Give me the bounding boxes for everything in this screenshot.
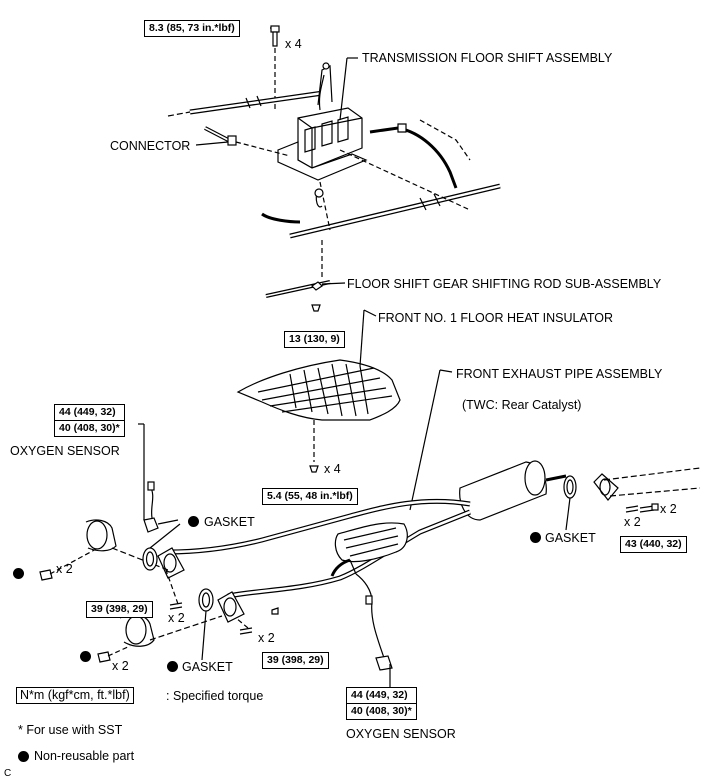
torque-oxygen-sensor-upper: 44 (449, 32) 40 (408, 30)*	[54, 404, 125, 437]
label-gasket-2: GASKET	[545, 531, 596, 545]
legend-unit-desc: : Specified torque	[166, 689, 264, 703]
multiplier-rear-2: x 2	[624, 515, 641, 529]
non-reusable-dot-gasket-2	[530, 532, 541, 543]
multiplier-rear-1: x 2	[660, 502, 677, 516]
torque-o2-upper-b: 40 (408, 30)*	[55, 420, 124, 436]
label-shift-rod: FLOOR SHIFT GEAR SHIFTING ROD SUB-ASSEMB…	[347, 277, 662, 291]
label-gasket-1: GASKET	[204, 515, 255, 529]
torque-shift-bolt: 8.3 (85, 73 in.*lbf)	[144, 20, 240, 37]
multiplier-shift-bolt: x 4	[285, 37, 302, 51]
multiplier-left-nut-2: x 2	[112, 659, 129, 673]
torque-o2-lower-a: 44 (449, 32)	[351, 689, 408, 701]
torque-o2-upper-a: 44 (449, 32)	[59, 406, 116, 418]
label-heat-insulator: FRONT NO. 1 FLOOR HEAT INSULATOR	[378, 311, 613, 325]
label-front-exhaust-pipe: FRONT EXHAUST PIPE ASSEMBLY	[456, 367, 663, 381]
non-reusable-dot-left-nut-2	[80, 651, 91, 662]
torque-insulator: 5.4 (55, 48 in.*lbf)	[262, 488, 358, 505]
multiplier-front-bolt-2: x 2	[258, 631, 275, 645]
multiplier-left-nut-1: x 2	[56, 562, 73, 576]
label-gasket-3: GASKET	[182, 660, 233, 674]
torque-o2-lower-b: 40 (408, 30)*	[347, 703, 416, 719]
label-connector: CONNECTOR	[110, 139, 191, 153]
non-reusable-dot-left-nut-1	[13, 568, 24, 579]
legend-unit-box: N*m (kgf*cm, ft.*lbf)	[16, 687, 134, 704]
torque-front-bolt-2: 39 (398, 29)	[262, 652, 329, 669]
legend-non-reusable: Non-reusable part	[34, 749, 135, 763]
legend-non-reusable-dot	[18, 751, 29, 762]
figure-code: C	[4, 768, 12, 779]
legend-sst-note: * For use with SST	[18, 723, 123, 737]
label-oxygen-sensor-lower: OXYGEN SENSOR	[346, 727, 456, 741]
torque-oxygen-sensor-lower: 44 (449, 32) 40 (408, 30)*	[346, 687, 417, 720]
non-reusable-dot-gasket-1	[188, 516, 199, 527]
multiplier-front-bolt: x 2	[168, 611, 185, 625]
multiplier-insulator: x 4	[324, 462, 341, 476]
label-transmission-floor-shift: TRANSMISSION FLOOR SHIFT ASSEMBLY	[362, 51, 613, 65]
label-twc-note: (TWC: Rear Catalyst)	[462, 398, 582, 412]
torque-front-bolt: 39 (398, 29)	[86, 601, 153, 618]
torque-rear-bolt: 43 (440, 32)	[620, 536, 687, 553]
torque-rod: 13 (130, 9)	[284, 331, 345, 348]
non-reusable-dot-gasket-3	[167, 661, 178, 672]
label-oxygen-sensor-upper: OXYGEN SENSOR	[10, 444, 120, 458]
